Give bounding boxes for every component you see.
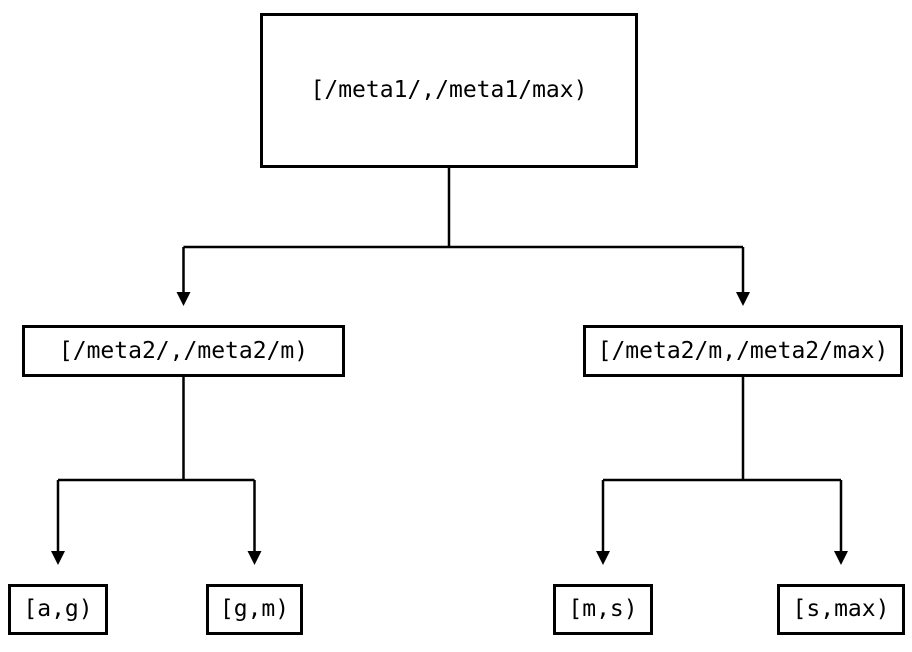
arrowhead-down-icon [596, 551, 610, 565]
edge-right-to-leaf-ms [596, 377, 841, 565]
arrowhead-down-icon [51, 551, 65, 565]
edge-root-to-left-child [176, 168, 743, 306]
edge-left-to-leaf-gm [247, 480, 262, 565]
tree-leaf-g-m: [g,m) [206, 584, 303, 635]
arrowhead-down-icon [736, 292, 750, 306]
tree-leaf-a-g: [a,g) [8, 584, 108, 635]
tree-leaf-s-max: [s,max) [777, 584, 905, 635]
tree-node-meta2-upper-range: [/meta2/m,/meta2/max) [583, 325, 903, 377]
edge-left-to-leaf-ag [51, 377, 255, 565]
tree-node-root-meta1-range: [/meta1/,/meta1/max) [260, 13, 638, 168]
arrowhead-down-icon [834, 551, 848, 565]
edge-right-to-leaf-smax [834, 480, 848, 565]
edge-root-to-right-child [736, 247, 750, 306]
arrowhead-down-icon [176, 292, 191, 306]
tree-leaf-m-s: [m,s) [553, 584, 653, 635]
arrowhead-down-icon [247, 551, 262, 565]
tree-node-meta2-lower-range: [/meta2/,/meta2/m) [22, 325, 345, 377]
